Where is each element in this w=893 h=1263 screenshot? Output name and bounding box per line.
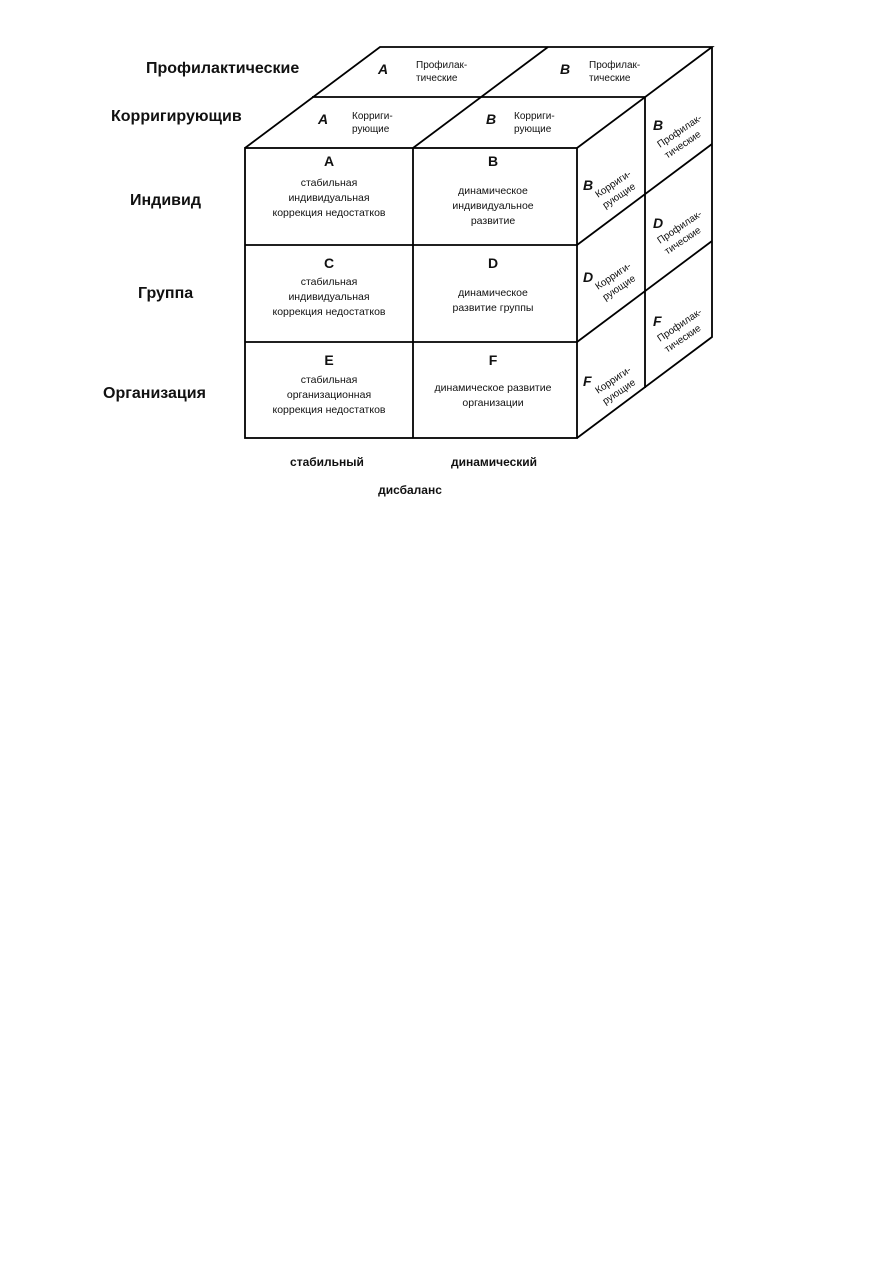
cell-line: развитие группы	[453, 302, 534, 314]
side-cell-letter: B	[653, 117, 663, 133]
cell-line: коррекция недостатков	[272, 306, 385, 318]
side-cell-letter: F	[653, 313, 662, 329]
cell-line: динамическое	[458, 185, 528, 197]
side-cell-letter: D	[653, 215, 663, 231]
cell-letter: E	[324, 352, 333, 368]
cell-d: D динамическое развитие группы	[453, 255, 534, 314]
side-cell-f-corr: F Корриги- рующие	[583, 365, 638, 408]
top-cell-letter: B	[486, 111, 496, 127]
cell-line: коррекция недостатков	[272, 404, 385, 416]
axis-imbalance: дисбаланс	[378, 483, 442, 497]
side-cell-f-prev: F Профилак- тические	[653, 306, 704, 355]
label-group: Группа	[138, 285, 193, 302]
top-cell-line: рующие	[352, 124, 390, 135]
label-corrective: Корригирующив	[111, 108, 242, 125]
cell-line: стабильная	[301, 177, 358, 189]
cell-b: B динамическое индивидуальное развитие	[452, 153, 533, 227]
cell-e: E стабильная организационная коррекция н…	[272, 352, 385, 416]
cell-c: C стабильная индивидуальная коррекция не…	[272, 255, 385, 318]
top-cell-line: тические	[589, 73, 631, 84]
cell-line: организационная	[287, 389, 371, 401]
top-cell-line: рующие	[514, 124, 552, 135]
cell-line: стабильная	[301, 276, 358, 288]
cell-line: развитие	[471, 215, 515, 227]
top-cell-letter: B	[560, 61, 570, 77]
label-organization: Организация	[103, 385, 206, 402]
cell-line: коррекция недостатков	[272, 207, 385, 219]
top-cell-line: Профилак-	[416, 59, 467, 71]
cell-letter: B	[488, 153, 498, 169]
cell-line: динамическое	[458, 287, 528, 299]
top-cell-line: тические	[416, 73, 458, 84]
label-preventive: Профилактические	[146, 60, 299, 77]
side-cell-b-prev: B Профилак- тические	[653, 112, 704, 161]
cell-f: F динамическое развитие организации	[435, 352, 552, 409]
right-face	[576, 47, 713, 439]
top-cell-line: Профилак-	[589, 59, 640, 71]
cell-letter: D	[488, 255, 498, 271]
side-cell-letter: B	[583, 177, 593, 193]
cell-line: индивидуальная	[288, 192, 369, 204]
cube-edges	[244, 46, 715, 439]
cell-line: динамическое развитие	[435, 382, 552, 394]
cell-line: стабильная	[301, 374, 358, 386]
cell-line: индивидуальная	[288, 291, 369, 303]
axis-dynamic: динамический	[451, 455, 537, 469]
front-face	[244, 147, 578, 439]
top-cell-letter: A	[377, 61, 388, 77]
top-cell-letter: A	[317, 111, 328, 127]
cell-line: индивидуальное	[452, 200, 533, 212]
label-individual: Индивид	[130, 192, 201, 209]
top-cell-line: Корриги-	[352, 111, 393, 122]
top-cell-front-b: B Корриги- рующие	[486, 111, 555, 135]
side-cell-d-corr: D Корриги- рующие	[583, 261, 638, 304]
side-cell-letter: D	[583, 269, 593, 285]
top-cell-line: Корриги-	[514, 111, 555, 122]
cell-a: A стабильная индивидуальная коррекция не…	[272, 153, 385, 219]
cell-letter: A	[324, 153, 334, 169]
top-cell-front-a: A Корриги- рующие	[317, 111, 393, 135]
side-cell-letter: F	[583, 373, 592, 389]
axis-stable: стабильный	[290, 455, 364, 469]
cell-letter: F	[489, 352, 498, 368]
cell-line: организации	[462, 397, 523, 409]
top-cell-back-b: B Профилак- тические	[560, 59, 640, 84]
cell-letter: C	[324, 255, 334, 271]
side-cell-d-prev: D Профилак- тические	[653, 208, 704, 257]
top-cell-back-a: A Профилак- тические	[377, 59, 467, 84]
